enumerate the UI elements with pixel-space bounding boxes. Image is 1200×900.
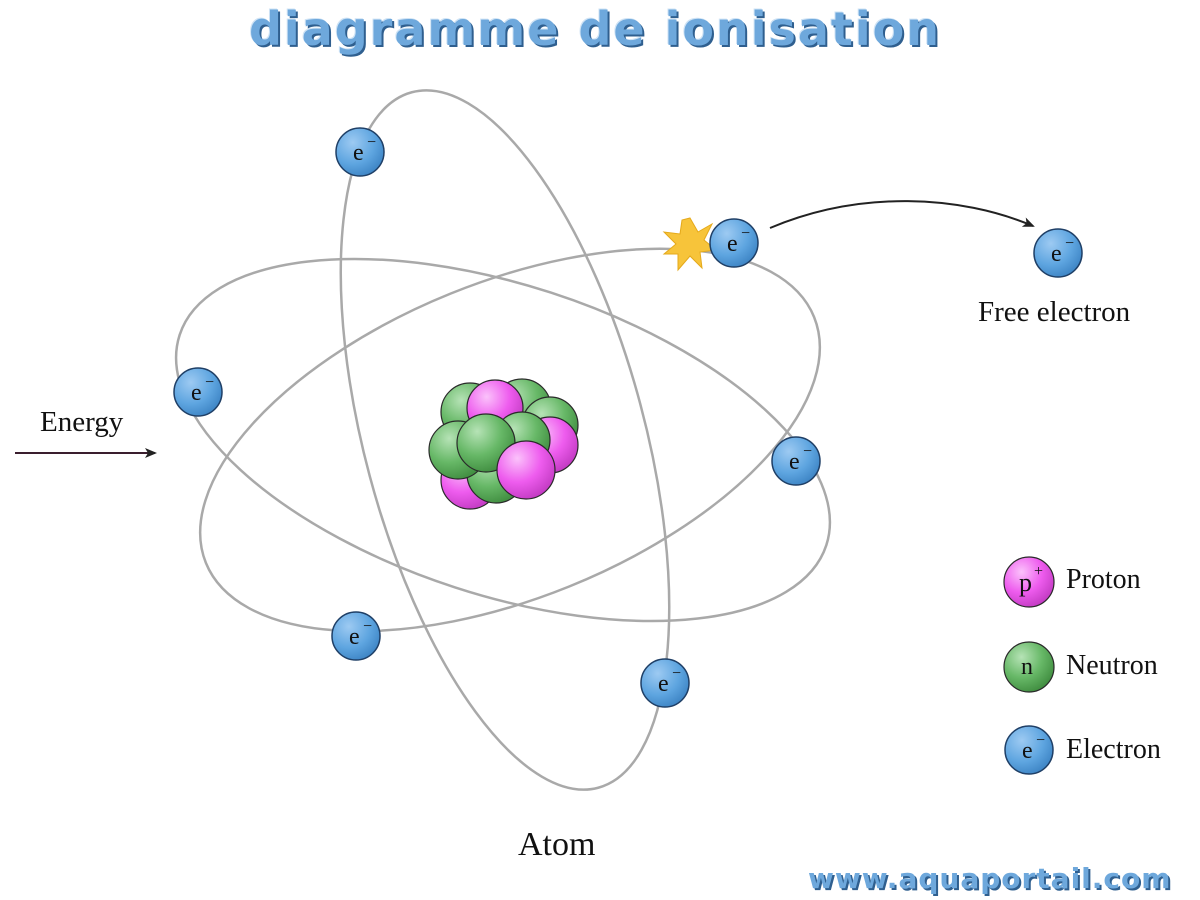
electron: e −: [771, 436, 821, 486]
electron-charge: −: [672, 665, 681, 682]
electron-charge: −: [367, 134, 376, 151]
electron-charge: −: [741, 225, 750, 242]
electron: e −: [331, 611, 381, 661]
electrons: e − e − e − e − e − e − e: [173, 127, 1083, 708]
electron-charge: −: [205, 374, 214, 391]
orbit-ring: [174, 257, 832, 623]
electron-symbol: e: [658, 671, 669, 697]
neutron-symbol: n: [1021, 654, 1033, 680]
electron: e −: [173, 367, 223, 417]
electron-symbol: e: [789, 449, 800, 475]
page-title: diagramme de ionisation: [248, 2, 942, 56]
electron: e −: [709, 218, 759, 268]
watermark: www.aquaportail.com: [808, 862, 1172, 895]
proton-symbol: p: [1019, 568, 1032, 597]
free-electron: e −: [1033, 228, 1083, 278]
spark-icon: [662, 217, 718, 272]
orbits: [174, 89, 832, 791]
atom-label: Atom: [518, 826, 596, 863]
legend-neutron-label: Neutron: [1066, 650, 1158, 681]
orbit-ring: [339, 89, 671, 791]
energy-label: Energy: [40, 406, 124, 438]
legend-electron-label: Electron: [1066, 734, 1161, 765]
electron-symbol: e: [727, 231, 738, 257]
electron: e −: [640, 658, 690, 708]
ejection-arrow: [769, 200, 1035, 229]
electron-charge: −: [1065, 235, 1074, 252]
nucleus: [428, 378, 579, 510]
legend-proton-icon: p +: [1003, 556, 1055, 608]
legend-proton-label: Proton: [1066, 564, 1141, 595]
legend: p + n e −: [1003, 556, 1055, 775]
orbit-ring: [198, 247, 822, 633]
electron-symbol: e: [349, 624, 360, 650]
legend-neutron-icon: n: [1003, 641, 1055, 693]
electron-symbol: e: [1051, 241, 1062, 267]
electron-charge: −: [363, 618, 372, 635]
proton-charge: +: [1034, 563, 1043, 580]
electron-charge: −: [803, 443, 812, 460]
legend-electron-icon: e −: [1004, 725, 1054, 775]
free-electron-label: Free electron: [978, 296, 1131, 328]
electron-symbol: e: [353, 140, 364, 166]
electron: e −: [335, 127, 385, 177]
electron-charge: −: [1036, 732, 1045, 749]
proton: [496, 440, 556, 500]
electron-symbol: e: [1022, 738, 1033, 764]
electron-symbol: e: [191, 380, 202, 406]
